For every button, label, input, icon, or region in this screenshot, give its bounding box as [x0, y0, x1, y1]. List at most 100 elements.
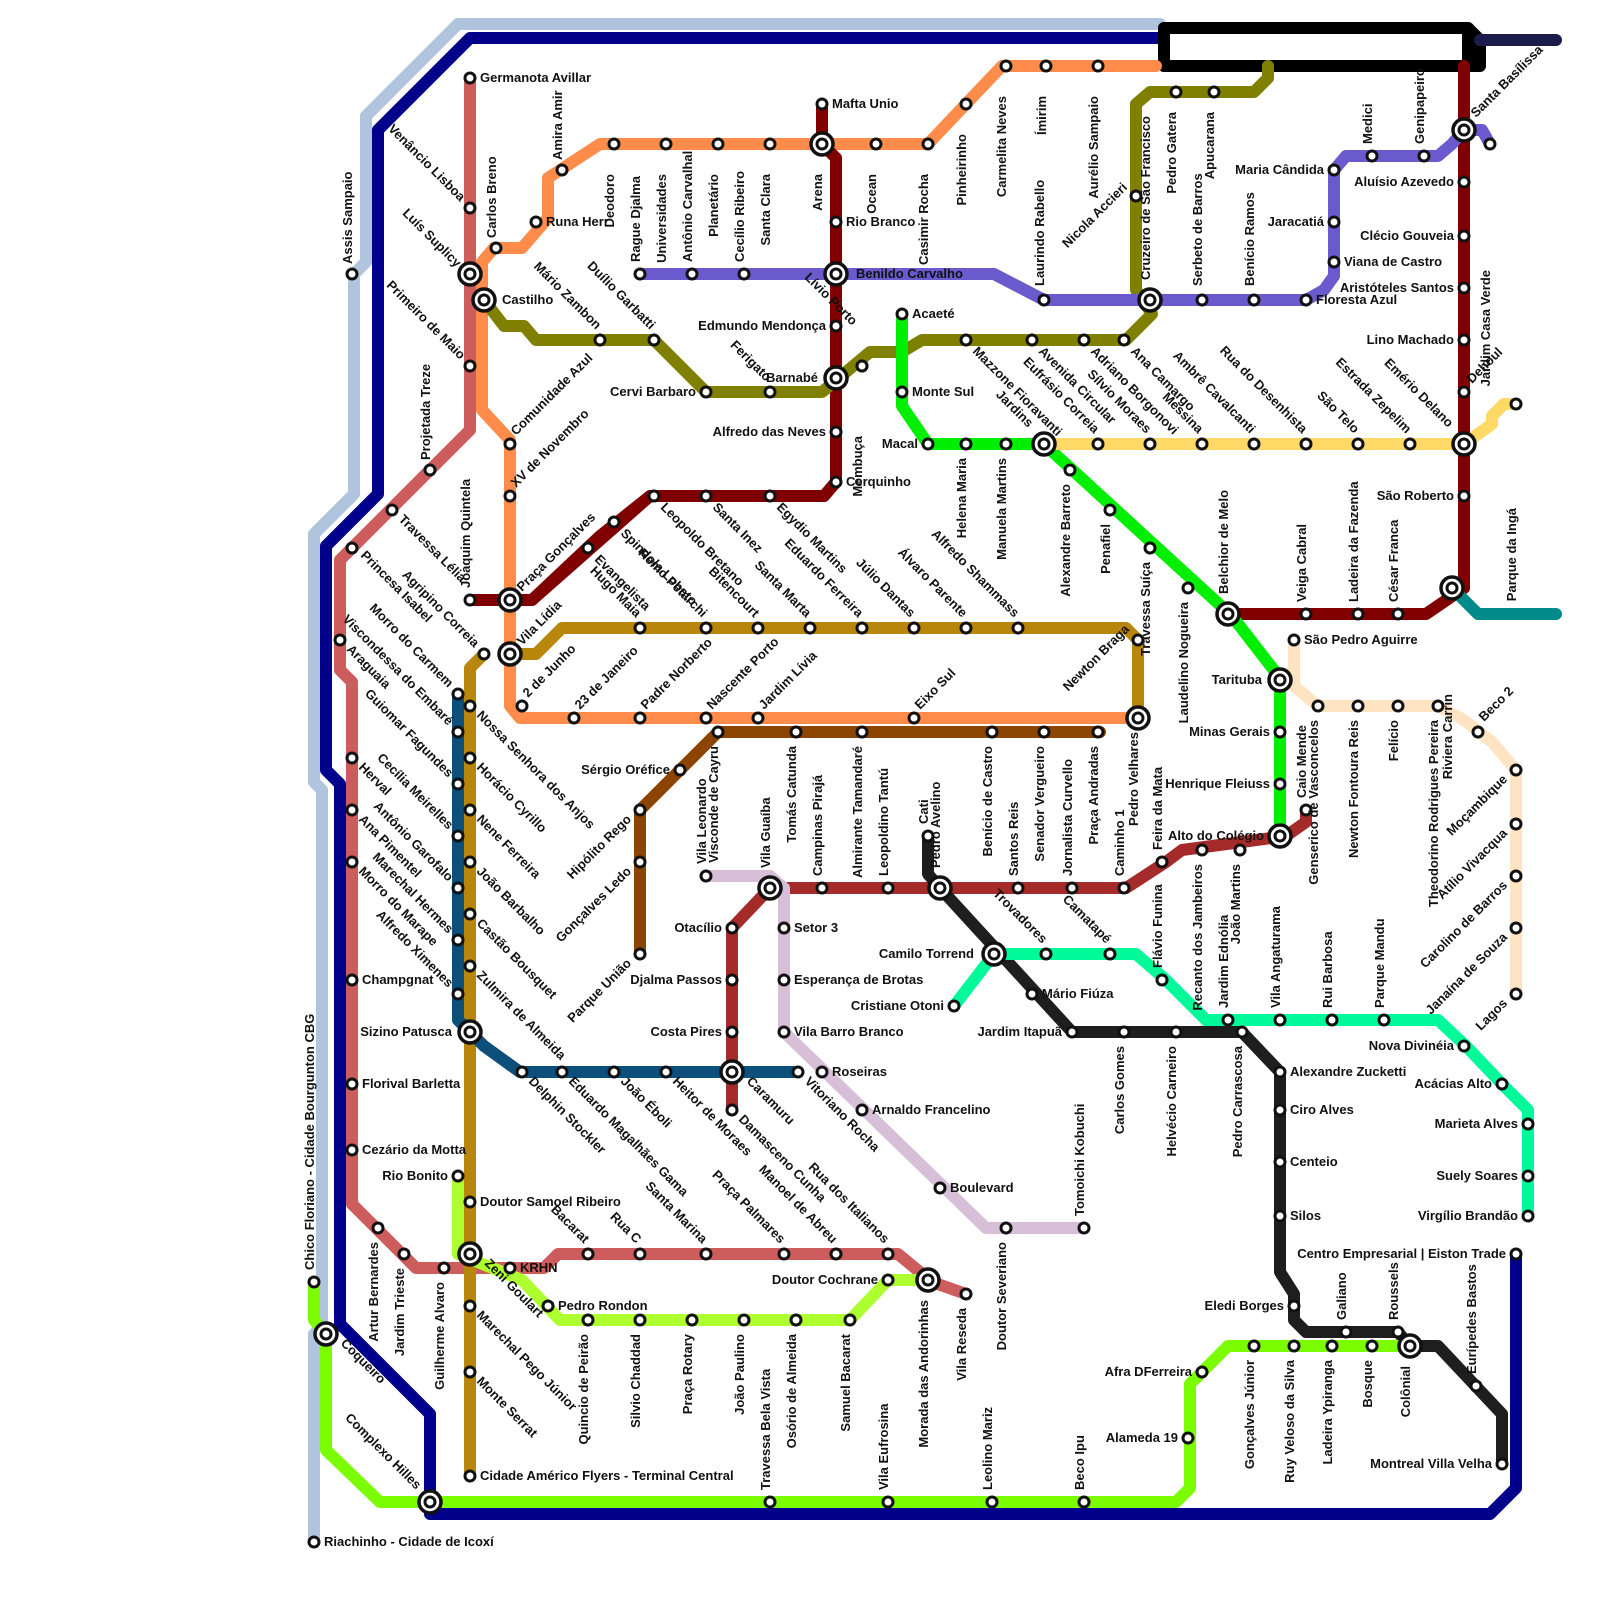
station-label: Galiano — [1334, 1272, 1349, 1320]
station-marker — [557, 1067, 567, 1077]
station-marker — [635, 269, 645, 279]
station-label: Bosque — [1360, 1360, 1375, 1408]
station-marker — [727, 1105, 737, 1115]
station-label: Parque da Ingá — [1504, 507, 1519, 601]
station-label: Samuel Bacarat — [838, 1333, 853, 1431]
station-marker — [1485, 139, 1495, 149]
station-marker — [1145, 439, 1155, 449]
station-marker — [1511, 871, 1521, 881]
station-label: Feira da Mata — [1150, 766, 1165, 850]
station-marker — [479, 649, 489, 659]
station-label: Marieta Alves — [1435, 1116, 1518, 1131]
station-marker — [1523, 1171, 1533, 1181]
station-euripedes-bastos: Eurípedes Bastos — [1464, 1264, 1481, 1391]
station-label: Genserico de Vasconcelos — [1306, 720, 1321, 885]
station-label: Aluísio Azevedo — [1354, 174, 1454, 189]
station-cidade-americo-flyers-terminal-central: Cidade Américo Flyers - Terminal Central — [465, 1468, 734, 1483]
station-marker — [765, 491, 775, 501]
station-marker — [1393, 1327, 1403, 1337]
station-label: KRHN — [520, 1260, 558, 1275]
station-marker — [465, 1367, 475, 1377]
station-centro-empresarial-eiston-trade: Centro Empresarial | Eiston Trade — [1297, 1246, 1521, 1261]
station-marker — [1497, 1459, 1507, 1469]
station-label: Senador Vergueiro — [1032, 746, 1047, 862]
station-marker — [1459, 1041, 1469, 1051]
interchange-marker-inner — [505, 595, 515, 605]
interchange-marker-inner — [831, 269, 841, 279]
station-ruy-veloso-da-silva: Ruy Veloso da Silva — [1282, 1341, 1299, 1483]
station-marker — [1459, 177, 1469, 187]
station-marker — [1367, 151, 1377, 161]
station-marker — [425, 465, 435, 475]
station-label: Jornalista Curvello — [1060, 759, 1075, 876]
station-serbeto-de-barros: Serbeto de Barros — [1190, 173, 1207, 305]
station-label: Carlos Breno — [484, 156, 499, 238]
station-label: Silvio Chaddad — [628, 1334, 643, 1428]
station-marker — [1079, 1223, 1089, 1233]
station-goncalves-junior: Gonçalves Júnior — [1242, 1341, 1259, 1469]
station-label: Theodorino Rodrigues Pereira — [1426, 719, 1441, 907]
station-label: Vila Barro Branco — [794, 1024, 904, 1039]
station-marker — [779, 1249, 789, 1259]
station-label: Osório de Almeida — [784, 1333, 799, 1448]
station-label: Praça Rotary — [680, 1333, 695, 1414]
station-label: Otacílio — [674, 920, 722, 935]
station-label: Pedro Carrascosa — [1230, 1045, 1245, 1157]
interchange-marker-inner — [817, 139, 827, 149]
station-marker — [1237, 1027, 1247, 1037]
station-marker — [713, 727, 723, 737]
station-label: Mário Fiúza — [1042, 986, 1114, 1001]
interchange-marker-inner — [1223, 609, 1233, 619]
station-marker — [1433, 701, 1443, 711]
station-pedro-rondon: Pedro Rondon — [543, 1298, 648, 1313]
station-marker — [1367, 1341, 1377, 1351]
station-marker — [1065, 465, 1075, 475]
station-label: Felício — [1386, 720, 1401, 761]
station-marker — [1379, 1015, 1389, 1025]
station-marker — [765, 387, 775, 397]
station-marker — [1459, 491, 1469, 501]
station-marker — [309, 1277, 319, 1287]
station-label: Cezário da Motta — [362, 1142, 467, 1157]
station-marker — [1013, 883, 1023, 893]
station-marker — [857, 623, 867, 633]
station-marker — [635, 805, 645, 815]
station-label: Pinheirinho — [954, 134, 969, 206]
station-marker — [1405, 439, 1415, 449]
interchange-marker-inner — [425, 1497, 435, 1507]
station-label: Quincio de Peirão — [576, 1334, 591, 1445]
station-marker — [961, 623, 971, 633]
interchange-marker-inner — [479, 295, 489, 305]
station-marker — [635, 1249, 645, 1259]
station-marker — [739, 269, 749, 279]
station-label: Jardim Itapuã — [977, 1024, 1062, 1039]
station-marker — [347, 1145, 357, 1155]
station-marker — [1313, 701, 1323, 711]
station-label: Henrique Fleiuss — [1165, 776, 1270, 791]
station-label: Edmundo Mendonça — [698, 318, 827, 333]
station-jornalista-curvello: Jornalista Curvello — [1060, 759, 1077, 893]
station-label: Assis Sampaio — [340, 171, 355, 264]
station-marker — [543, 1301, 553, 1311]
station-marker — [1459, 231, 1469, 241]
station-marker — [883, 1249, 893, 1259]
station-label: Ladeira da Fazenda — [1346, 481, 1361, 602]
station-marker — [1013, 623, 1023, 633]
station-marker — [1197, 439, 1207, 449]
station-label: Penafiel — [1098, 524, 1113, 574]
station-label: Laurindo Rabello — [1032, 180, 1047, 286]
station-marker — [649, 335, 659, 345]
station-marker — [465, 1471, 475, 1481]
interchange-marker-inner — [1133, 713, 1143, 723]
station-label: Castilho — [502, 292, 553, 307]
station-marker — [1119, 1027, 1129, 1037]
station-label: Maria Cândida — [1235, 162, 1325, 177]
station-label: Chico Floriano - Cidade Bourgunton CBG — [302, 1014, 317, 1270]
interchange-marker-inner — [1039, 439, 1049, 449]
station-label: Carmelita Neves — [994, 96, 1009, 197]
station-marker — [595, 335, 605, 345]
station-marker — [1327, 1015, 1337, 1025]
station-label: Vila Eufrosina — [876, 1403, 891, 1490]
station-marker — [1041, 949, 1051, 959]
